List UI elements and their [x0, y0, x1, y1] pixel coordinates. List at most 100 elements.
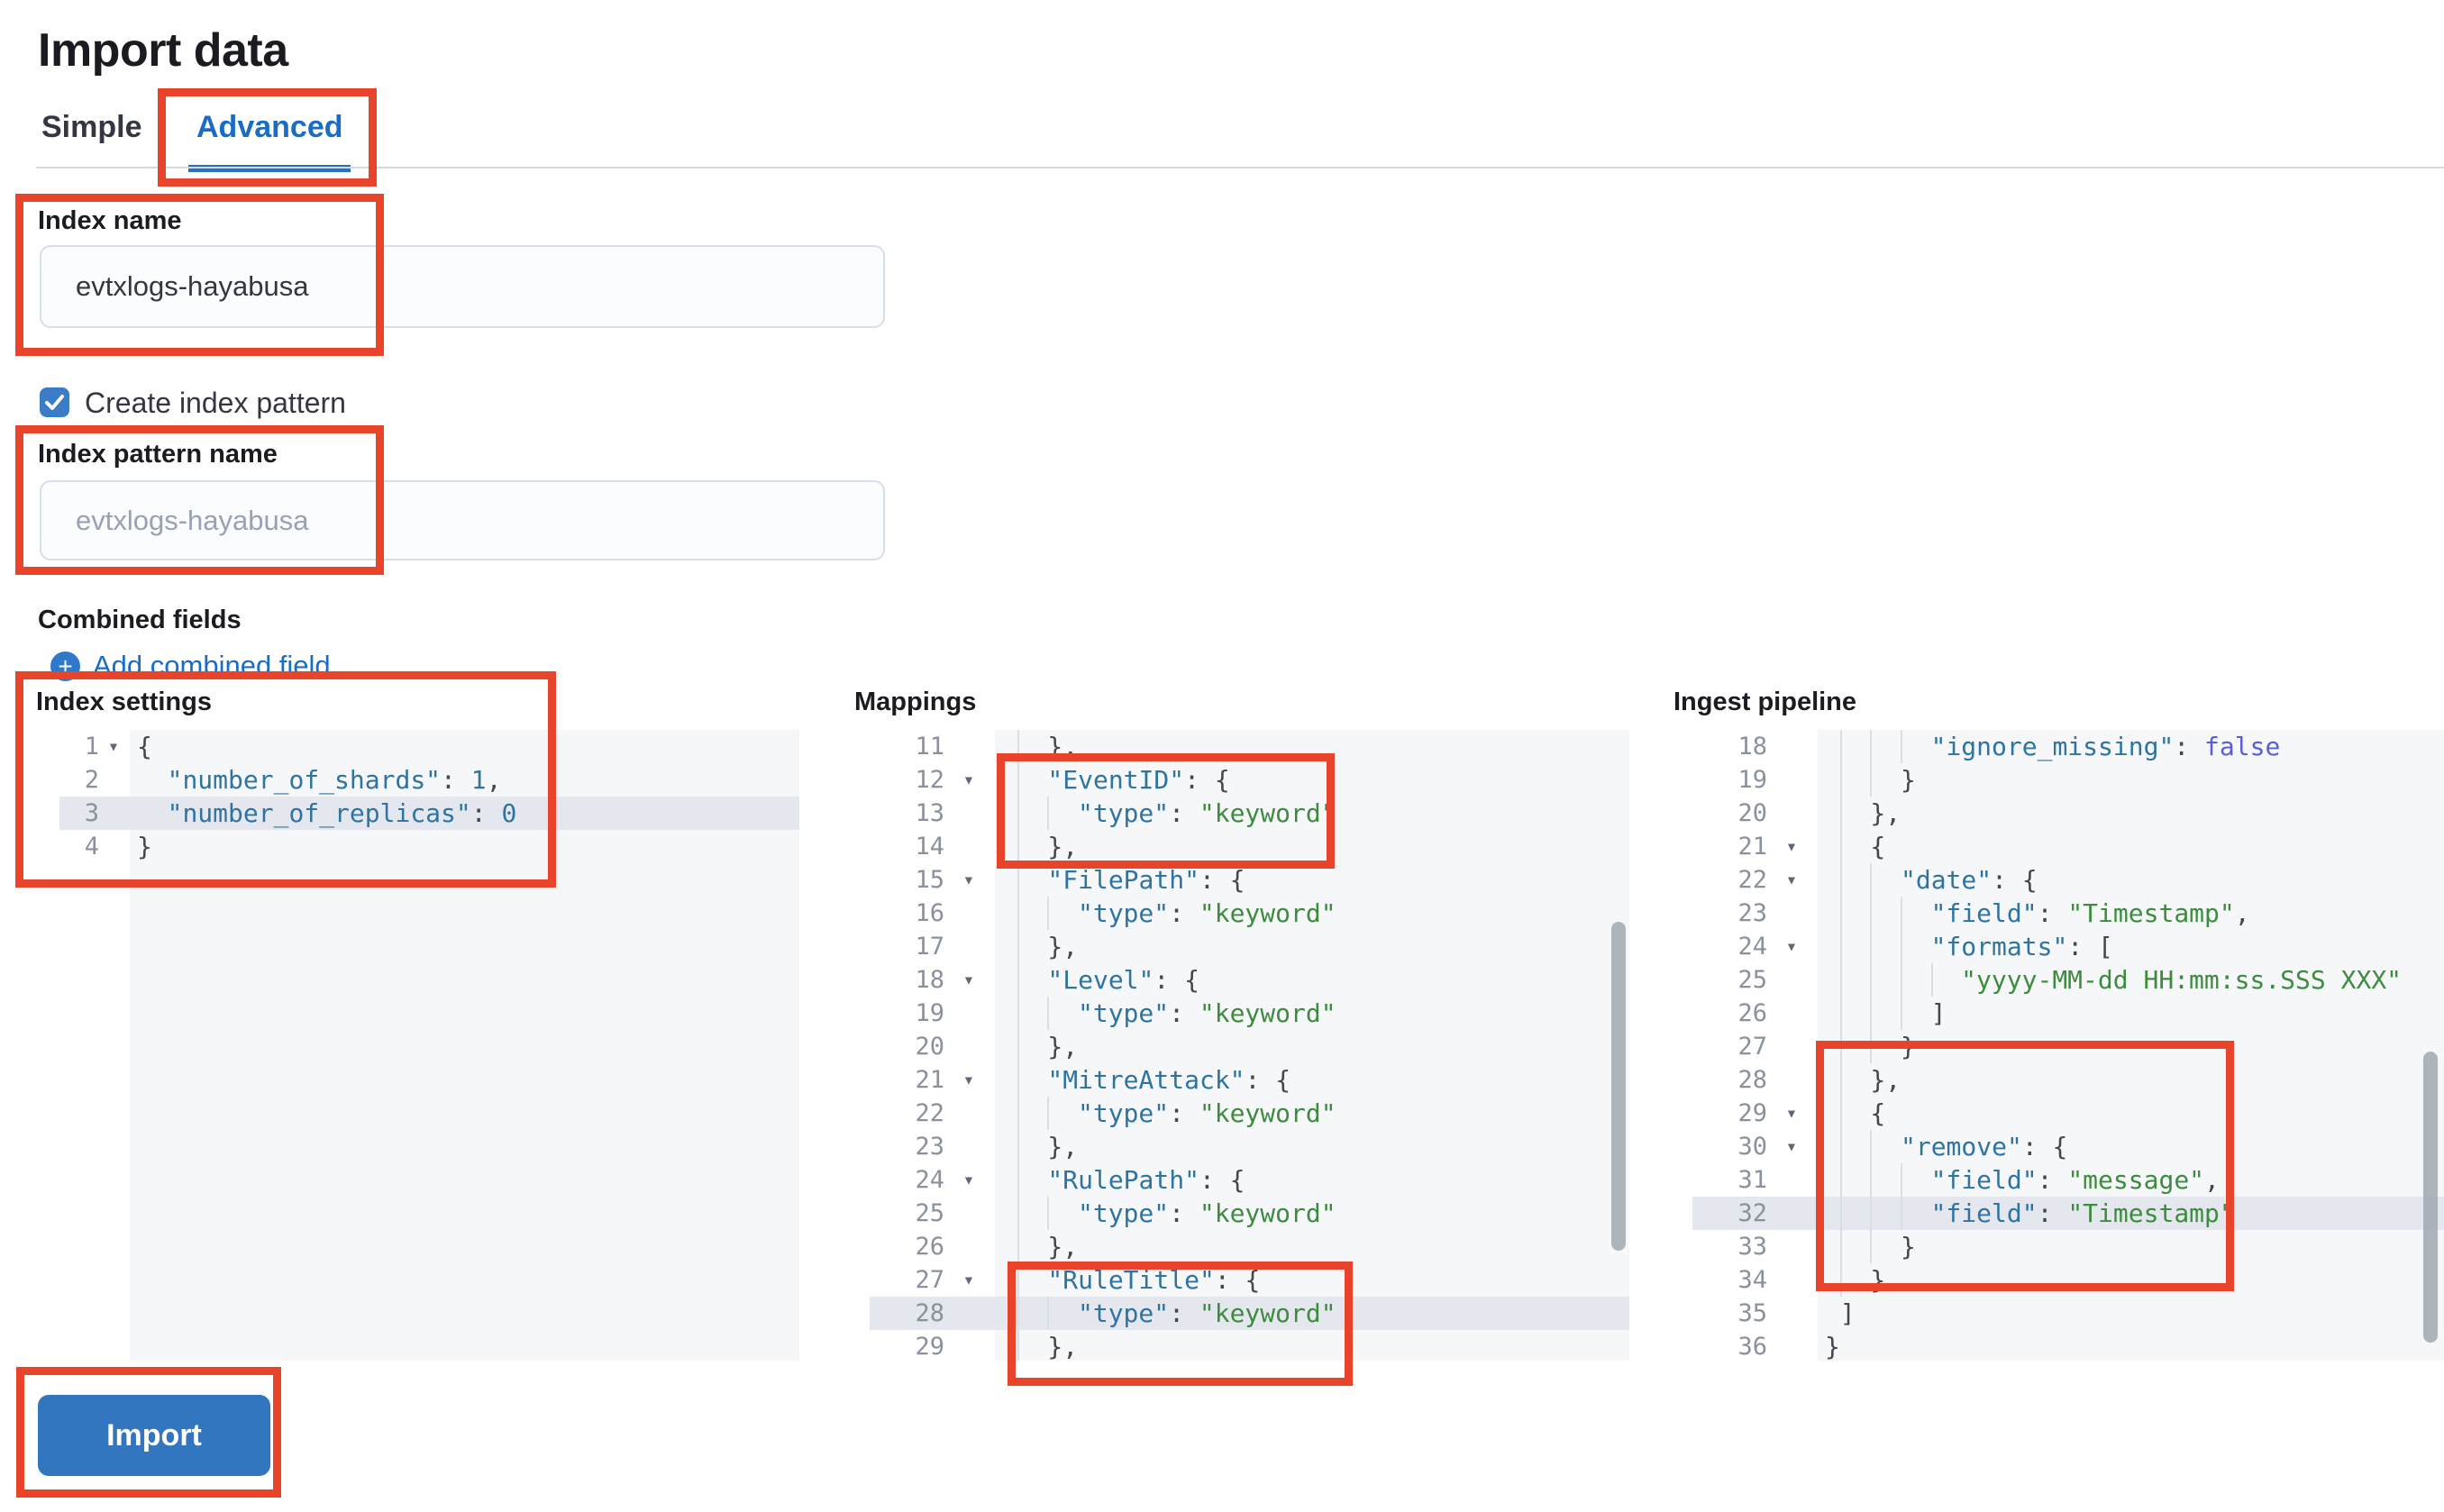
code-line: "EventID": { — [995, 763, 1629, 797]
indent-guide — [1017, 1197, 1048, 1230]
index-settings-editor[interactable]: 1▾{2"number_of_shards": 1,3"number_of_re… — [59, 730, 799, 1361]
line-number: 12▾ — [870, 763, 995, 797]
fold-arrow-icon[interactable]: ▾ — [962, 969, 975, 990]
code-line: "remove": { — [1818, 1130, 2444, 1163]
editor-row: 13"type": "keyword" — [870, 797, 1629, 830]
indent-guide — [1839, 963, 1871, 997]
editor-row: 12▾"EventID": { — [870, 763, 1629, 797]
indent-guide — [1839, 1097, 1871, 1130]
index-name-input[interactable] — [40, 245, 885, 328]
code-line: "FilePath": { — [995, 863, 1629, 897]
line-number: 24▾ — [1692, 930, 1818, 963]
indent-guide — [1900, 897, 1931, 930]
indent-guide — [1839, 897, 1871, 930]
indent-guide — [1017, 997, 1048, 1030]
line-number: 13 — [915, 799, 944, 827]
indent-guide — [1870, 963, 1901, 997]
indent-guide — [1870, 1030, 1901, 1063]
fold-arrow-icon[interactable]: ▾ — [962, 1069, 975, 1090]
code-line: }, — [1818, 1063, 2444, 1097]
line-number: 36 — [1737, 1333, 1767, 1361]
code-line: "MitreAttack": { — [995, 1063, 1629, 1097]
fold-arrow-icon[interactable]: ▾ — [962, 1269, 975, 1290]
indent-guide — [1017, 897, 1048, 930]
code-line: }, — [995, 930, 1629, 963]
fold-arrow-icon[interactable]: ▾ — [1785, 869, 1798, 890]
editor-row: 32"field": "Timestamp" — [1692, 1197, 2444, 1230]
indent-guide — [1017, 863, 1048, 897]
fold-arrow-icon[interactable]: ▾ — [1785, 935, 1798, 957]
indent-guide — [1017, 1163, 1048, 1197]
code-line: { — [1818, 830, 2444, 863]
fold-arrow-icon[interactable]: ▾ — [1785, 835, 1798, 857]
indent-guide — [1870, 1163, 1901, 1197]
editor-row: 2"number_of_shards": 1, — [59, 763, 799, 797]
line-number: 18 — [1737, 733, 1767, 761]
code-line: }, — [1818, 797, 2444, 830]
code-line: "RulePath": { — [995, 1163, 1629, 1197]
line-number: 21▾ — [870, 1063, 995, 1097]
indent-guide — [1839, 863, 1871, 897]
code-line: "ignore_missing": false — [1818, 730, 2444, 763]
editor-row: 25"type": "keyword" — [870, 1197, 1629, 1230]
indent-guide — [1870, 863, 1901, 897]
plus-in-circle-icon: + — [50, 651, 80, 681]
tab-simple[interactable]: Simple — [41, 110, 142, 144]
tab-advanced[interactable]: Advanced — [196, 110, 343, 144]
code-line: } — [137, 832, 152, 861]
editor-row: 28"type": "keyword" — [870, 1297, 1629, 1330]
editor-row: 18 "ignore_missing": false — [1692, 730, 2444, 763]
ingest-pipeline-scrollbar-thumb[interactable] — [2423, 1052, 2438, 1343]
mappings-scrollbar-thumb[interactable] — [1611, 922, 1626, 1251]
code-line: "field": "Timestamp" — [1818, 1197, 2444, 1230]
checkmark-icon — [45, 395, 64, 410]
code-line: } — [1818, 1230, 2444, 1263]
editor-row: 26] — [1692, 997, 2444, 1030]
index-name-label: Index name — [38, 206, 182, 235]
editor-row: 14}, — [870, 830, 1629, 863]
editor-row: 28}, — [1692, 1063, 2444, 1097]
code-line: "type": "keyword" — [995, 897, 1629, 930]
fold-arrow-icon[interactable]: ▾ — [962, 769, 975, 790]
indent-guide — [1870, 1197, 1901, 1230]
mappings-editor[interactable]: 11},12▾"EventID": {13"type": "keyword"14… — [870, 730, 1629, 1361]
line-number: 29 — [915, 1333, 944, 1361]
indent-guide — [1839, 797, 1871, 830]
line-number: 33 — [1737, 1233, 1767, 1261]
line-number: 23 — [915, 1133, 944, 1161]
indent-guide — [1017, 1130, 1048, 1163]
editor-gutter — [1692, 730, 1818, 1361]
line-number: 23 — [1737, 899, 1767, 927]
code-line: { — [137, 732, 152, 761]
editor-gutter — [59, 730, 130, 1361]
code-line: }, — [995, 730, 1629, 763]
fold-arrow-icon[interactable]: ▾ — [1785, 1102, 1798, 1124]
editor-row: 33} — [1692, 1230, 2444, 1263]
indent-guide — [1870, 763, 1901, 797]
code-line: "RuleTitle": { — [995, 1263, 1629, 1297]
line-number: 35 — [1737, 1299, 1767, 1327]
line-number: 31 — [1737, 1166, 1767, 1194]
fold-arrow-icon[interactable]: ▾ — [107, 735, 120, 757]
add-combined-field-link[interactable]: + Add combined field — [50, 650, 331, 682]
editor-row: 31"field": "message", — [1692, 1163, 2444, 1197]
editor-row: 20}, — [870, 1030, 1629, 1063]
fold-arrow-icon[interactable]: ▾ — [1785, 1135, 1798, 1157]
indent-guide — [1839, 730, 1871, 763]
editor-row: 22"type": "keyword" — [870, 1097, 1629, 1130]
code-line: }, — [995, 1030, 1629, 1063]
fold-arrow-icon[interactable]: ▾ — [962, 1169, 975, 1190]
line-number: 25 — [915, 1199, 944, 1227]
add-combined-field-label: Add combined field — [93, 650, 331, 681]
code-line: } — [1818, 763, 2444, 797]
editor-row: 25"yyyy-MM-dd HH:mm:ss.SSS XXX" — [1692, 963, 2444, 997]
editor-row: 27▾"RuleTitle": { — [870, 1263, 1629, 1297]
fold-arrow-icon[interactable]: ▾ — [962, 869, 975, 890]
index-pattern-name-input[interactable] — [40, 480, 885, 560]
indent-guide — [1870, 730, 1901, 763]
code-line: ] — [1839, 1298, 1856, 1328]
line-number: 27▾ — [870, 1263, 995, 1297]
import-button[interactable]: Import — [38, 1395, 270, 1476]
create-index-pattern-checkbox[interactable] — [40, 387, 69, 417]
